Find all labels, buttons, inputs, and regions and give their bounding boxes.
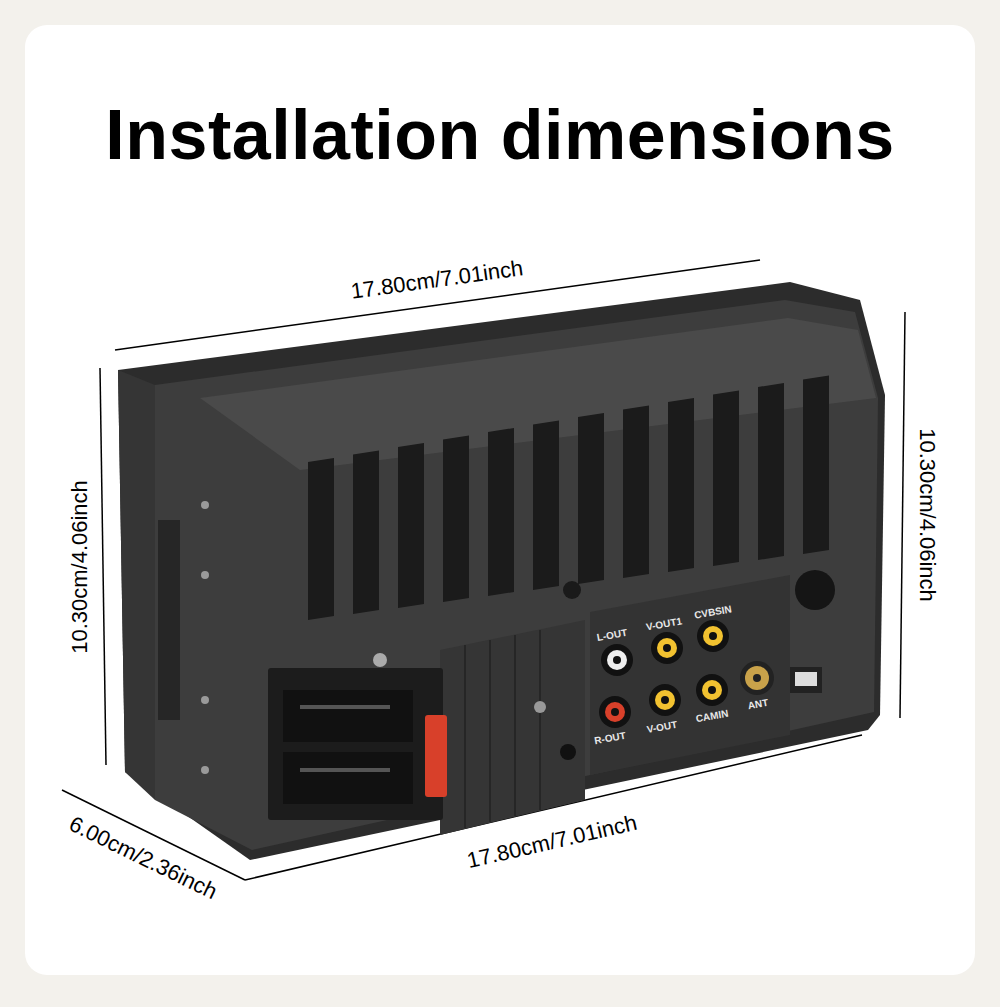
fuse xyxy=(425,715,447,797)
screw-hole xyxy=(563,581,581,599)
housing-outline xyxy=(118,282,885,860)
dimension-label: 10.30cm/4.06inch xyxy=(67,480,93,654)
side-bezel xyxy=(118,370,155,800)
fin-slot xyxy=(668,398,694,572)
usb-housing xyxy=(790,667,822,693)
iso-connector xyxy=(268,668,443,820)
back-face xyxy=(155,300,878,850)
ribs xyxy=(465,630,540,828)
page-title: Installation dimensions xyxy=(105,95,894,175)
screw xyxy=(373,653,387,667)
bracket xyxy=(158,520,180,720)
fin-slot xyxy=(398,443,424,608)
antenna-hole xyxy=(795,570,835,610)
mic-jack xyxy=(560,744,576,760)
fin-slot xyxy=(803,376,829,555)
usb-port xyxy=(795,672,817,686)
fin-slot xyxy=(623,406,649,579)
rib-panel xyxy=(440,620,585,835)
fin-slot xyxy=(308,458,334,620)
iso-socket xyxy=(283,752,413,804)
fin-slot xyxy=(713,391,739,567)
fin-slot xyxy=(758,383,784,560)
screw xyxy=(534,701,546,713)
dimension-label: 10.30cm/4.06inch xyxy=(914,428,940,602)
iso-socket xyxy=(283,690,413,742)
fin-slot xyxy=(578,413,604,584)
white-panel xyxy=(25,25,975,975)
iso-pins xyxy=(300,705,390,772)
fin-slot xyxy=(443,436,469,603)
fin-slot xyxy=(353,451,379,615)
screw-holes xyxy=(201,501,209,774)
fin-slot xyxy=(488,428,514,596)
fin-slot xyxy=(533,421,559,591)
dimension-lines xyxy=(62,260,905,880)
port-panel xyxy=(590,575,790,775)
